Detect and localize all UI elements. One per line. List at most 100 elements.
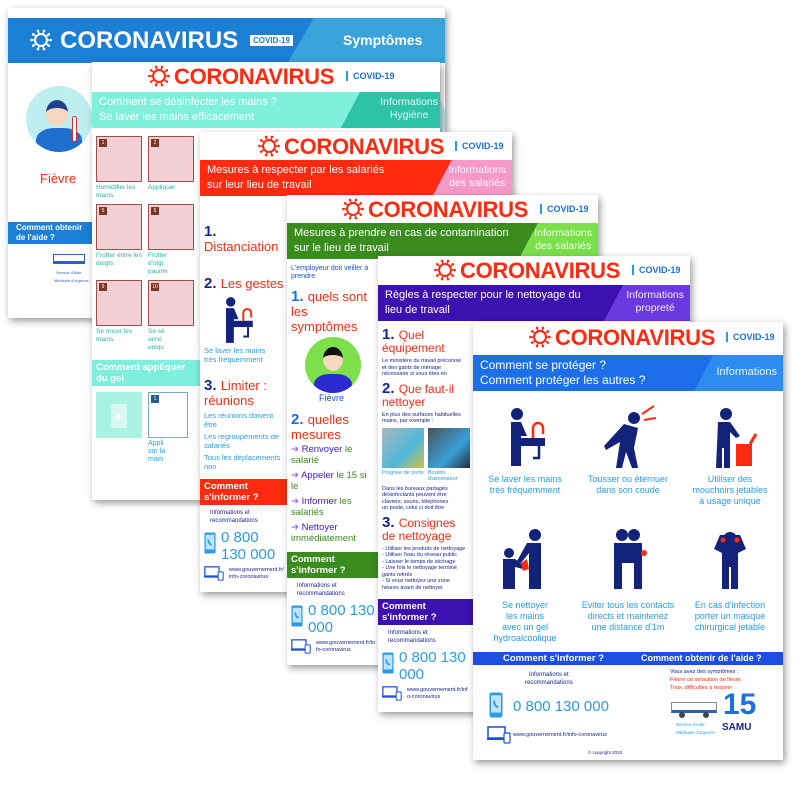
section-1-title: Quel équipement xyxy=(382,328,445,355)
arrow-icon: ➜ xyxy=(291,496,302,507)
gesture-caption: En cas d'infection porter un masque chir… xyxy=(694,600,766,632)
covid-label: COVID-19 xyxy=(455,141,504,151)
section-2-title: Les gestes xyxy=(220,276,284,291)
section-1: 1. quels sont les symptômes xyxy=(291,288,367,334)
door-handle-photo xyxy=(382,427,424,468)
ambulance-icon xyxy=(671,698,717,718)
website-link[interactable]: www.gouvernement.fr/info-coronavirus xyxy=(513,732,607,738)
action-item: ➜ Nettoyer immédiatement xyxy=(291,522,375,544)
section-2-title: Que faut-il nettoyer xyxy=(382,381,455,409)
section-3: 3. Limiter : réunions xyxy=(204,377,267,408)
symptom-label: Fièvre xyxy=(319,393,345,403)
info-strip: Comment s'informer ? Comment obtenir de … xyxy=(473,652,783,665)
computer-icon xyxy=(487,726,511,744)
header-right: Symptômes xyxy=(343,32,423,48)
step-number: 1 xyxy=(151,395,159,403)
section-2: 2. quelles mesures xyxy=(291,411,349,442)
virus-icon xyxy=(30,29,52,51)
fever-illustration xyxy=(305,337,361,393)
action-item: ➜ Renvoyer le salarié xyxy=(291,444,375,466)
virus-icon xyxy=(529,326,551,348)
hand-step-card: 9 xyxy=(96,280,142,326)
intro-text: L'employeur doit veiller à prendre xyxy=(291,265,369,280)
web-row: www.gouvernement.fr/info-coronavirus xyxy=(204,566,284,581)
band-right-1: Informations xyxy=(534,227,592,239)
band-right-1: Informations xyxy=(448,164,506,176)
info-label: Informations et recommandations xyxy=(388,630,436,644)
hand-step-card: 5 xyxy=(96,204,142,250)
gel-step-card: 1 xyxy=(148,392,188,438)
wash-caption: Se laver les mains très fréquemment xyxy=(204,346,266,364)
covid-label: COVID-19 xyxy=(632,265,681,275)
service-label: Service d'Aide xyxy=(676,722,705,727)
poster-proteger: CORONAVIRUS COVID-19 Comment se protéger… xyxy=(473,322,783,760)
phone-icon xyxy=(489,692,503,718)
section-1-title: quels sont les symptômes xyxy=(291,289,367,334)
action-item: ➜ Appeler le 15 si le xyxy=(291,470,375,492)
band-line-2: Se laver les mains efficacement xyxy=(99,111,255,123)
poster-title: CORONAVIRUS xyxy=(555,325,716,350)
website-link[interactable]: www.gouvernement.fr/info-coronavirus xyxy=(407,687,468,700)
poster-header: CORONAVIRUS COVID-19 xyxy=(92,62,440,91)
band-right-2: propreté xyxy=(635,302,675,314)
computer-icon xyxy=(382,686,402,701)
tissue-bin-icon xyxy=(700,404,760,470)
hand-step-label: Se rincer les mains xyxy=(96,328,133,343)
poster-title: CORONAVIRUS xyxy=(284,134,445,159)
hand-step-card: 1 xyxy=(96,136,142,182)
phone-number: 0 800 130 000 xyxy=(513,698,609,715)
samu-label: SAMU xyxy=(722,722,752,733)
step-number: 9 xyxy=(99,283,107,291)
action-list: ➜ Renvoyer le salarié ➜ Appeler le 15 si … xyxy=(291,444,375,544)
section-1: 1. Distanciation xyxy=(204,223,279,254)
step-number: 1 xyxy=(99,139,107,147)
website-link[interactable]: www.gouvernement.fr/info-coronavirus xyxy=(316,640,375,653)
virus-icon xyxy=(258,135,280,157)
ambulance-icon xyxy=(53,254,85,264)
gel-caption: Appli sur la main xyxy=(148,440,166,463)
band-right-1: Informations xyxy=(626,289,684,301)
phone-row: 0 800 130 000 xyxy=(291,602,375,636)
gesture-caption: Tousser ou éternuer dans son coude xyxy=(587,474,669,495)
section-2-title: quelles mesures xyxy=(291,412,349,442)
poster-title: CORONAVIRUS xyxy=(368,197,529,222)
info-label: Informations et recommandations xyxy=(525,672,573,686)
virus-icon xyxy=(434,259,456,281)
phone-icon xyxy=(382,652,394,674)
info-strip: Comment s'informer ? xyxy=(291,554,346,576)
gesture-caption: Se nettoyer les mains avec un gel hydroa… xyxy=(493,600,557,643)
action-item: ➜ Informer les salariés xyxy=(291,496,375,518)
covid-label: COVID-19 xyxy=(726,332,775,342)
hand-step-label: Humidifier les mains xyxy=(96,184,136,199)
info-label: Informations et recommandations xyxy=(297,583,345,597)
poster-title: CORONAVIRUS xyxy=(174,64,335,89)
help-strip: Comment obtenir de l'aide ? xyxy=(16,223,83,242)
samu-number: 15 xyxy=(723,688,757,721)
section-2: 2. Que faut-il nettoyer xyxy=(382,379,455,409)
step-number: 6 xyxy=(151,207,159,215)
hand-step-card: 6 xyxy=(148,204,194,250)
hand-step: 9 Se rincer les mains xyxy=(96,280,146,352)
fever-illustration xyxy=(26,86,92,152)
hand-step-card: 2 xyxy=(148,136,194,182)
website-link[interactable]: www.gouvernement.fr/info-coronavirus xyxy=(229,567,284,580)
info-strip: Comment s'informer ? xyxy=(382,601,437,623)
topic-band: Mesures à prendre en cas de contaminatio… xyxy=(287,223,598,259)
web-row: www.gouvernement.fr/info-coronavirus xyxy=(382,686,470,701)
section-1: 1. Quel équipement xyxy=(382,326,445,355)
section-3-title: Limiter : réunions xyxy=(204,378,267,408)
section-2-text: En plus des surfaces habituelles mains, … xyxy=(382,411,461,425)
strip-right-label: Comment obtenir de l'aide ? xyxy=(641,653,762,663)
info-strip: Comment s'informer ? xyxy=(204,481,259,503)
limit-line: Tous les déplacements non xyxy=(204,453,281,471)
arrow-icon: ➜ xyxy=(291,444,302,455)
step-number: 10 xyxy=(151,283,159,291)
hand-step: 10 Se sé servi uniqu xyxy=(148,280,198,352)
band-right-2: des salariés xyxy=(535,240,592,252)
covid-badge: COVID-19 xyxy=(250,35,293,46)
hand-step-label: Se sé servi uniqu xyxy=(148,328,165,351)
